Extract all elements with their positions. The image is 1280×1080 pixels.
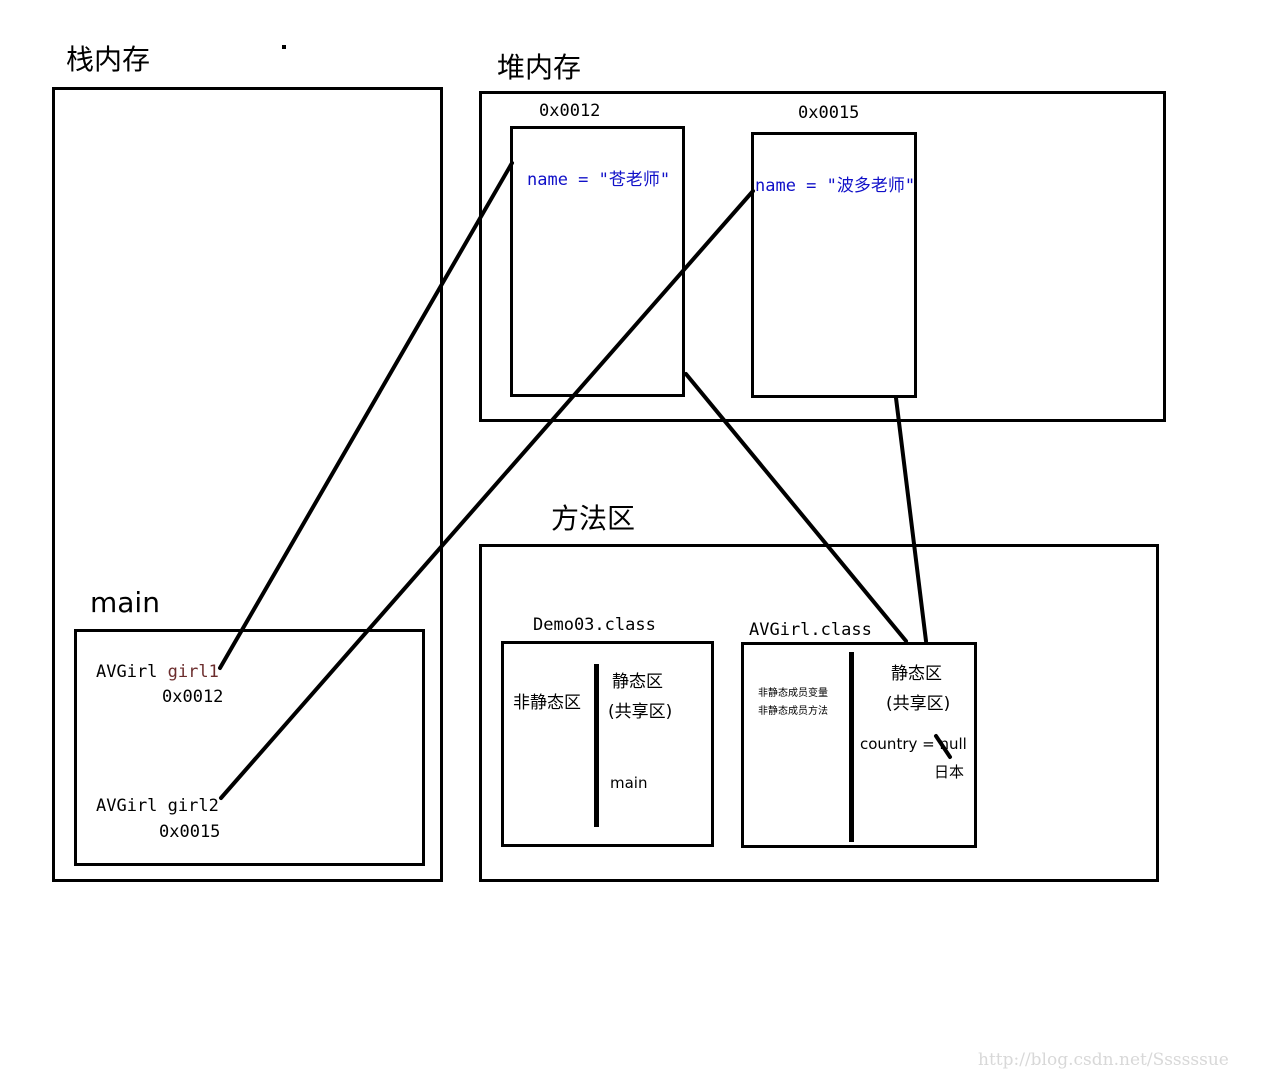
stack-title: 栈内存 <box>66 43 151 76</box>
demo03-static-member: main <box>610 774 648 792</box>
avgirl-static-label: 静态区 <box>891 664 942 684</box>
method-area-title: 方法区 <box>551 502 636 535</box>
heap-object-1-field-name: name = <box>527 170 599 190</box>
avgirl-non-static-members-1: 非静态成员变量 <box>758 688 828 699</box>
girl2-address: 0x0015 <box>159 822 221 842</box>
main-frame-title: main <box>90 586 160 619</box>
heap-title: 堆内存 <box>497 51 582 84</box>
watermark: http://blog.csdn.net/Ssssssue <box>978 1050 1229 1070</box>
heap-object-2-field-name: name = <box>755 176 827 196</box>
girl2-declaration: AVGirl girl2 <box>96 798 219 815</box>
avgirl-class-name: AVGirl.class <box>749 620 872 640</box>
heap-object-2-field-value: "波多老师" <box>826 176 916 196</box>
demo03-class-name: Demo03.class <box>533 615 656 635</box>
girl1-name: girl1 <box>167 662 219 682</box>
girl1-declaration: AVGirl girl1 <box>96 664 219 681</box>
heap-object-1-address: 0x0012 <box>539 101 601 121</box>
heap-object-2-box <box>751 132 917 398</box>
heap-object-2-field: name = "波多老师" <box>755 178 915 195</box>
girl2-type: AVGirl <box>96 796 158 816</box>
girl2-name: girl2 <box>167 796 219 816</box>
demo03-class-box <box>501 641 714 847</box>
girl1-address: 0x0012 <box>162 687 224 707</box>
stray-dot <box>282 45 286 49</box>
heap-object-2-address: 0x0015 <box>798 103 860 123</box>
demo03-static-label: 静态区 <box>612 672 663 692</box>
demo03-shared-label: (共享区) <box>608 702 673 722</box>
avgirl-shared-label: (共享区) <box>886 694 951 714</box>
avgirl-divider <box>849 652 854 842</box>
avgirl-non-static-members-2: 非静态成员方法 <box>758 706 828 717</box>
heap-object-1-box <box>510 126 685 397</box>
girl1-type: AVGirl <box>96 662 158 682</box>
demo03-divider <box>594 664 599 827</box>
demo03-non-static-label: 非静态区 <box>513 693 581 713</box>
avgirl-static-member: country = null <box>860 735 967 753</box>
avgirl-static-member-value: 日本 <box>934 763 965 781</box>
heap-object-1-field-value: "苍老师" <box>598 170 671 190</box>
heap-object-1-field: name = "苍老师" <box>527 172 670 189</box>
